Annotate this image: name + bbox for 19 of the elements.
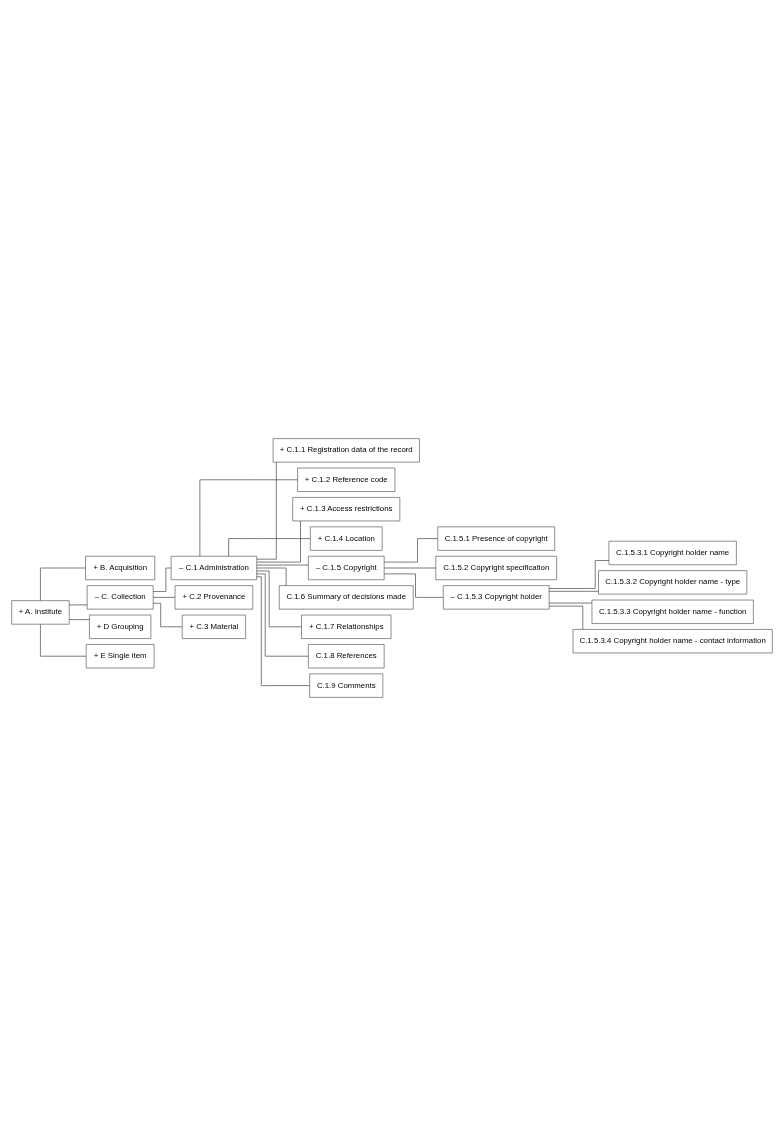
connector — [256, 567, 287, 586]
connector — [384, 573, 444, 598]
connector — [548, 590, 599, 592]
connector — [199, 478, 298, 556]
connector — [152, 602, 183, 627]
connector — [548, 602, 593, 603]
connector — [152, 567, 172, 592]
connector — [256, 576, 310, 686]
connector — [152, 596, 176, 598]
connector — [256, 520, 301, 562]
connector — [549, 605, 584, 630]
connector — [40, 623, 87, 657]
connector — [68, 618, 90, 620]
connector — [40, 567, 86, 601]
connector — [68, 604, 88, 605]
connector — [228, 537, 311, 557]
connector — [256, 570, 302, 627]
connector — [256, 461, 277, 559]
connector — [383, 537, 438, 562]
